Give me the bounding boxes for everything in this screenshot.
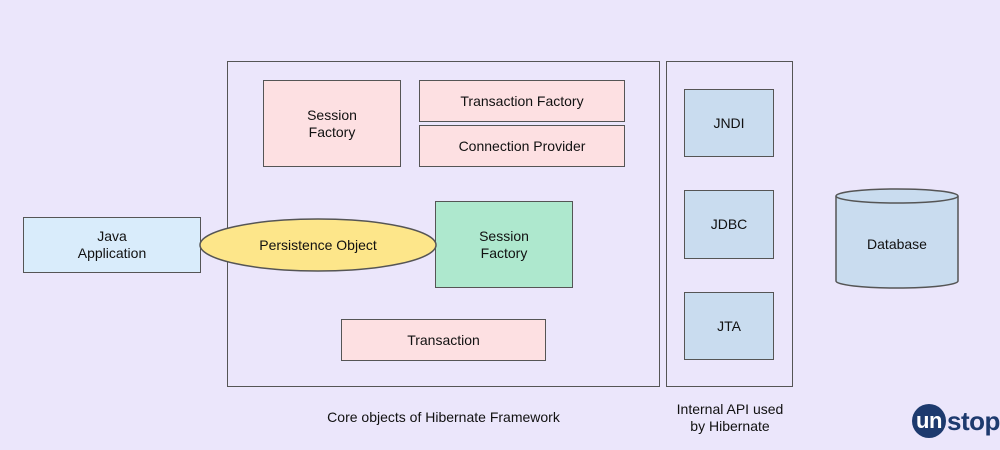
logo-prefix: un <box>912 404 946 438</box>
jndi-box: JNDI <box>684 89 774 157</box>
jta-box: JTA <box>684 292 774 360</box>
internal-api-frame <box>666 61 793 387</box>
core-objects-frame <box>227 61 660 387</box>
transaction-factory-box: Transaction Factory <box>419 80 625 122</box>
java-application-box: Java Application <box>23 217 201 273</box>
connection-provider-box: Connection Provider <box>419 125 625 167</box>
database-cylinder-icon <box>835 188 959 289</box>
internal-api-caption: Internal API used by Hibernate <box>676 401 784 434</box>
transaction-box: Transaction <box>341 319 546 361</box>
session-factory-green-box: Session Factory <box>435 201 573 288</box>
core-objects-caption: Core objects of Hibernate Framework <box>327 409 560 425</box>
database-label: Database <box>867 236 927 252</box>
persistence-object-ellipse <box>199 218 437 272</box>
logo-suffix: stop <box>947 405 1000 436</box>
persistence-object-label: Persistence Object <box>259 237 377 253</box>
jdbc-box: JDBC <box>684 190 774 259</box>
session-factory-top-box: Session Factory <box>263 80 401 167</box>
